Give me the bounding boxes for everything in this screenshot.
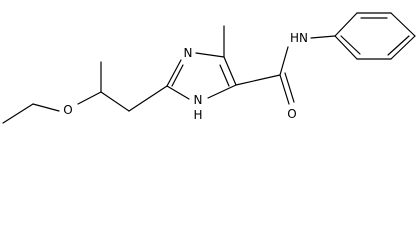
bond-n3-c4 [195, 52, 225, 58]
carbonyl-oxygen-label: O [287, 107, 296, 121]
bond-c5-n1 [207, 84, 237, 99]
bond-n1-c2 [166, 85, 190, 100]
bond-phenyl-4-5-outer [390, 35, 416, 60]
bond-ch2-ring [128, 85, 168, 112]
atom-labels: O N N H HN O [63, 31, 308, 122]
bond-phenyl-6-1-outer [334, 35, 358, 60]
bond-carbonyl-o-outer [279, 74, 290, 105]
bond-carbonyl-nh [279, 46, 289, 76]
chemical-structure-diagram: O N N H HN O [2, 12, 416, 124]
ether-oxygen-label: O [63, 103, 72, 117]
bond-c5-carbonyl [235, 74, 281, 86]
amide-nh-label: HN [290, 31, 308, 45]
bond-o-ch [77, 91, 102, 105]
bond-phenyl-3-4 [390, 12, 416, 37]
bond-phenyl-1-2 [334, 12, 358, 37]
bond-ch3-ch2-ethyl [2, 103, 34, 124]
bond-c4-c5-inner [219, 64, 230, 87]
bond-lines [2, 12, 416, 124]
bond-nh-phenyl [310, 35, 336, 39]
bond-c2-n3-outer [166, 59, 182, 87]
bond-ch-ch2 [100, 91, 130, 112]
ring-nh-hydrogen-label: H [193, 108, 202, 122]
ring-nh-nitrogen-label: N [194, 93, 203, 107]
bond-c4-c5-outer [223, 56, 237, 86]
ring-nitrogen-label: N [184, 46, 193, 60]
bond-carbonyl-o-inner [284, 72, 295, 103]
bond-c2-n3-inner [171, 64, 184, 87]
bond-phenyl-6-1-inner [340, 35, 361, 55]
bond-phenyl-4-5-inner [387, 35, 410, 56]
bond-ch2-o-ether [32, 103, 60, 112]
